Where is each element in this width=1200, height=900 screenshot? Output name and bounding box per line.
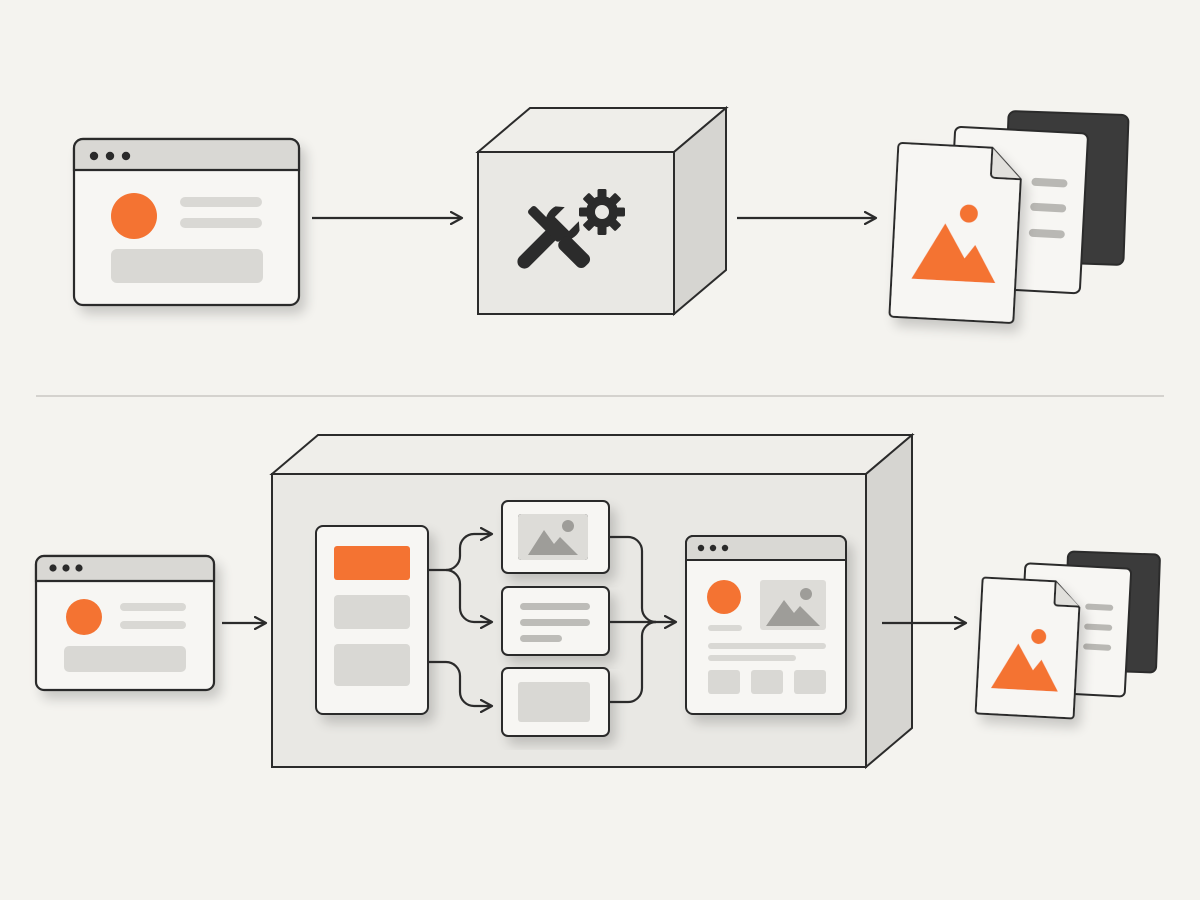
text-block-card	[501, 586, 610, 656]
branch-connectors	[428, 534, 492, 706]
mountain-image-icon	[766, 588, 820, 626]
image-block-card	[501, 500, 610, 574]
text-line	[120, 603, 186, 611]
mountain-image-icon	[911, 204, 996, 284]
image-document-page	[974, 576, 1081, 720]
text-line	[708, 625, 742, 631]
wrench-and-gear-icon	[517, 189, 625, 269]
three-dots-icon	[89, 151, 131, 161]
avatar-circle	[66, 599, 102, 635]
source-layout-panel	[315, 525, 429, 715]
text-line	[708, 655, 796, 661]
text-line	[180, 218, 262, 228]
three-dots-icon	[697, 544, 729, 552]
bottom-source-window	[34, 554, 216, 692]
text-line	[120, 621, 186, 629]
mountain-image-icon	[528, 520, 578, 555]
assembled-page-window	[685, 535, 847, 715]
content-block	[111, 249, 263, 283]
merge-connectors	[609, 535, 676, 704]
three-dots-icon	[49, 564, 83, 572]
avatar-circle	[707, 580, 741, 614]
avatar-circle	[111, 193, 157, 239]
text-line	[180, 197, 262, 207]
processing-box	[475, 105, 729, 317]
image-document-page	[888, 142, 1022, 324]
bottom-output-stack	[974, 550, 1161, 720]
mountain-image-icon	[990, 629, 1058, 692]
media-block-card	[501, 667, 610, 737]
text-line	[708, 643, 826, 649]
top-output-stack	[888, 110, 1130, 324]
content-block	[64, 646, 186, 672]
top-source-window	[72, 137, 301, 307]
